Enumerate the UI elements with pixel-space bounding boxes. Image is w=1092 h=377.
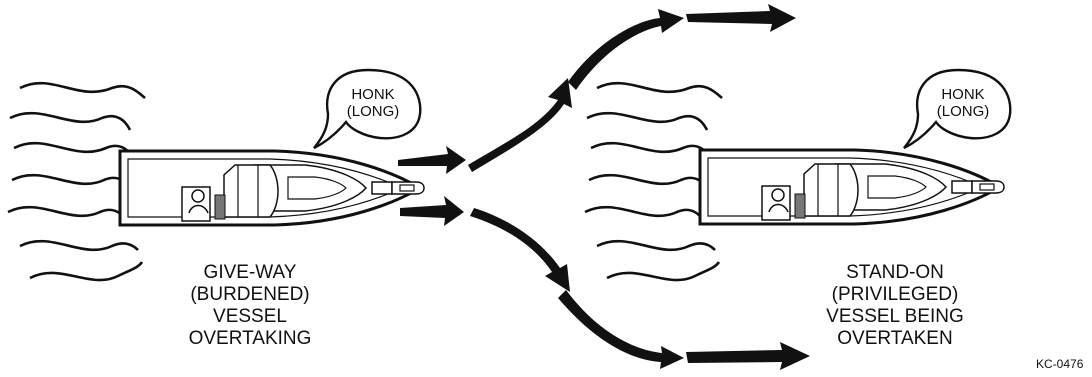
arrow-ahead-upper [398,146,466,174]
label-line: OVERTAKING [188,328,312,349]
arrow-pass-port [468,78,572,172]
label-line: GIVE-WAY [203,262,297,283]
speech-bubble-left [313,68,422,150]
label-line: (PRIVILEGED) [831,284,959,305]
label-line: (BURDENED) [190,284,310,305]
label-line: VESSEL [213,306,287,327]
speech-line: (LONG) [936,103,990,120]
give-way-label: GIVE-WAY (BURDENED) VESSEL OVERTAKING [150,262,350,350]
stand-on-label: STAND-ON (PRIVILEGED) VESSEL BEING OVERT… [790,262,1000,350]
speech-text-right: HONK (LONG) [920,86,1006,120]
speech-line: (LONG) [346,103,400,120]
speech-line: HONK [941,86,985,103]
arrow-curve-top [568,9,684,90]
give-way-boat [118,149,426,227]
label-line: OVERTAKEN [837,328,953,349]
speech-bubble-right [903,68,1012,150]
label-line: VESSEL BEING [826,306,964,327]
speech-line: HONK [351,86,395,103]
stand-on-boat [698,148,1006,226]
arrow-straight-bottom [686,342,810,370]
arrow-ahead-lower [400,196,464,226]
arrow-straight-top [686,4,796,32]
arrow-curve-bottom [558,290,684,369]
speech-text-left: HONK (LONG) [330,86,416,120]
arrow-pass-starboard [470,208,570,292]
label-line: STAND-ON [846,262,944,283]
figure-code: KC-0476 [1036,357,1084,371]
